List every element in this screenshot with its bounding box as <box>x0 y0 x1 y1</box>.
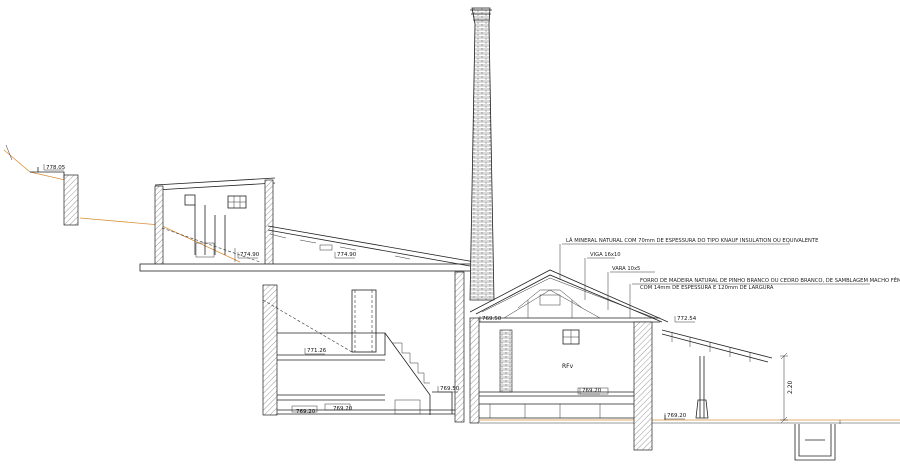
level-label: 769.20 <box>582 388 602 394</box>
retaining-wall-left <box>30 167 79 226</box>
level-label: 769.20 <box>333 406 353 412</box>
level-label: 774.90 <box>240 252 260 258</box>
terrain-line <box>3 144 900 424</box>
level-label: 771.26 <box>307 348 327 354</box>
height-dimension <box>780 352 788 424</box>
drain-pit <box>794 420 841 461</box>
annotation-leaders <box>559 243 870 318</box>
annotation-ceiling-lining-spec: COM 14mm DE ESPESSURA E 120mm DE LARGURA <box>640 285 774 291</box>
upper-building <box>139 177 486 272</box>
annotation-ceiling-lining: FORRO DE MADEIRA NATURAL DE PINHO BRANCO… <box>640 276 900 284</box>
annotation-rafter: VARA 10x5 <box>612 266 640 272</box>
level-label: 769.50 <box>440 386 460 392</box>
level-label: 774.90 <box>337 252 357 258</box>
level-label: 769.20 <box>296 409 316 415</box>
room-label-rfv: RFv <box>562 363 574 370</box>
annotation-roof-insulation: LÃ MINERAL NATURAL COM 70mm DE ESPESSURA… <box>566 237 818 244</box>
sloped-roof <box>267 225 476 267</box>
level-label: 778.05 <box>46 165 66 171</box>
level-label: 772.54 <box>677 316 697 322</box>
lower-building <box>262 271 465 423</box>
rfv-building <box>469 269 669 451</box>
chimney <box>469 7 495 301</box>
annotation-beam: VIGA 16x10 <box>590 252 621 258</box>
level-label: 769.50 <box>482 316 502 322</box>
level-label: 769.20 <box>667 413 687 419</box>
level-markers <box>43 164 695 420</box>
height-dimension-label: 2.20 <box>787 380 794 394</box>
canopy <box>661 329 773 420</box>
